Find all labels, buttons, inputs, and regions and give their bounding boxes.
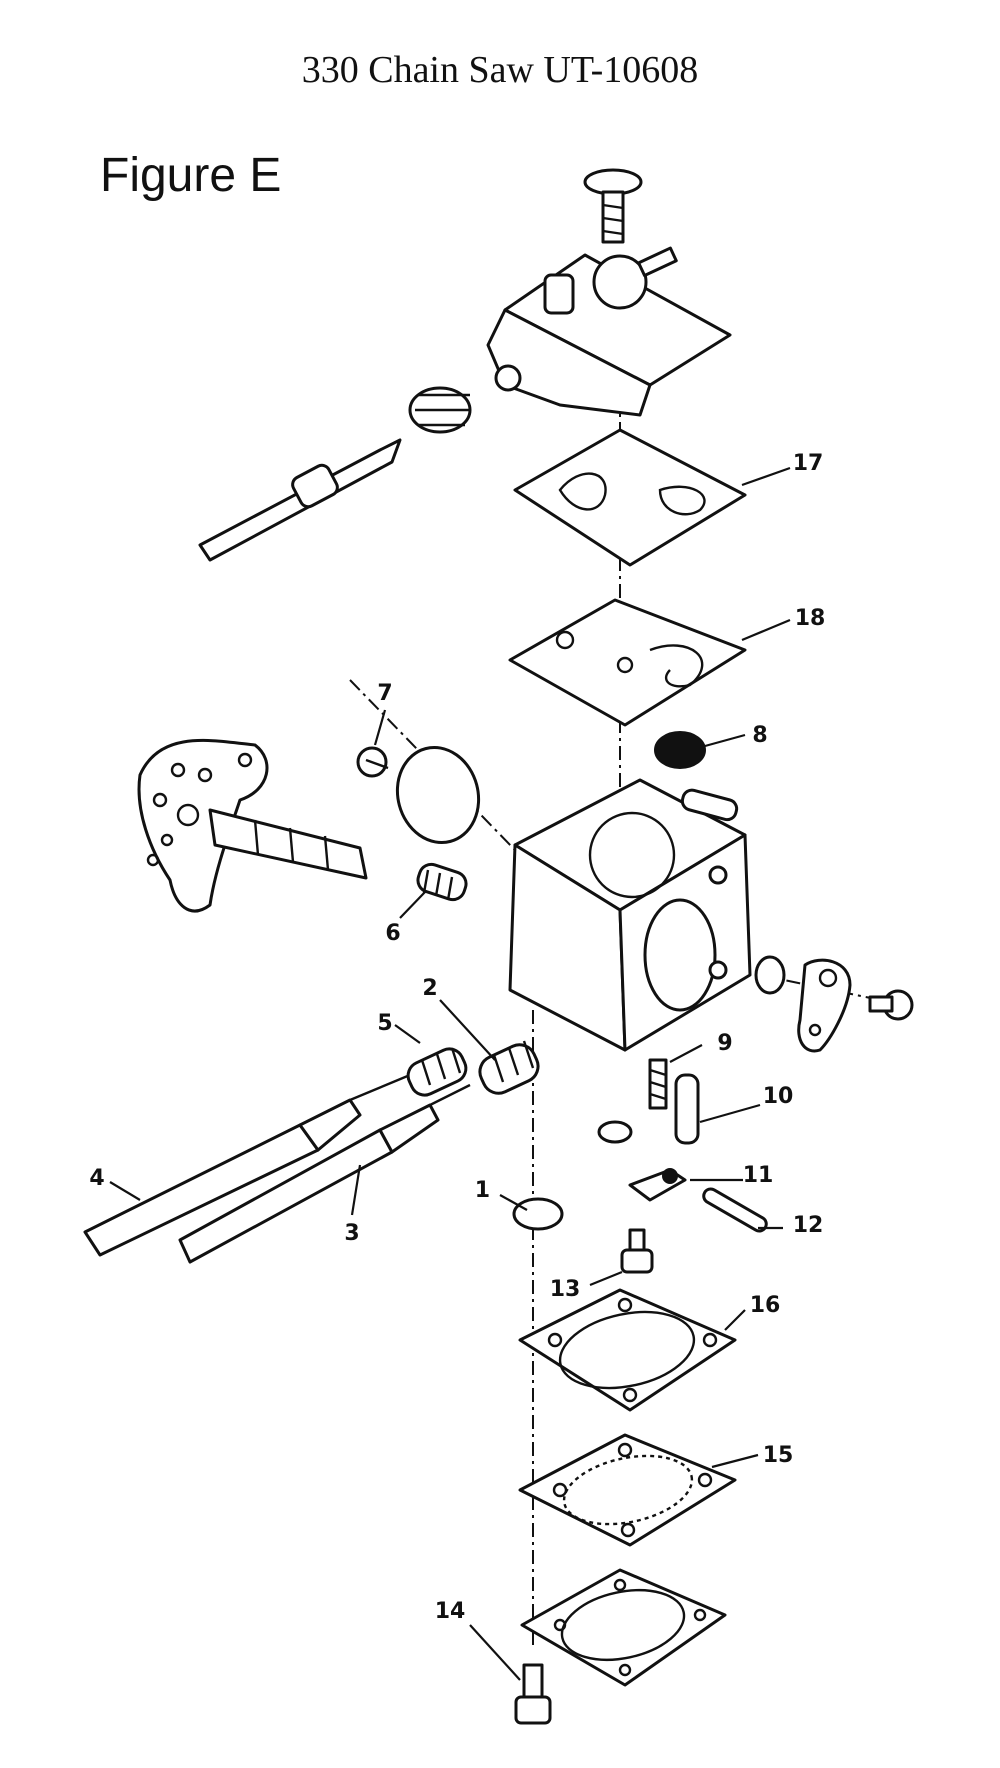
callout-5: 5 <box>377 1011 392 1036</box>
callout-16: 16 <box>750 1293 781 1318</box>
needle-4 <box>83 1073 411 1257</box>
callout-3: 3 <box>344 1221 359 1246</box>
inlet-needle-10 <box>674 1073 700 1145</box>
callout-14: 14 <box>435 1599 466 1624</box>
figure-label: Figure E <box>100 149 282 202</box>
diaphragm-gasket-17 <box>513 428 747 567</box>
spring-5 <box>406 1047 468 1097</box>
gasket-16 <box>518 1288 737 1412</box>
callout-12: 12 <box>793 1213 824 1238</box>
bottom-cover <box>520 1568 727 1687</box>
choke-screw <box>868 989 914 1021</box>
callout-15: 15 <box>763 1443 794 1468</box>
valve-disc-1 <box>512 1197 564 1231</box>
lever-pin-12 <box>702 1187 768 1233</box>
document-title: 330 Chain Saw UT-10608 <box>301 49 699 91</box>
gasket-18 <box>508 598 747 727</box>
filter-screen-8 <box>654 731 706 769</box>
callout-4: 4 <box>89 1166 104 1191</box>
lever-11 <box>628 1168 687 1202</box>
callout-11: 11 <box>743 1163 774 1188</box>
callout-13: 13 <box>550 1277 581 1302</box>
screw-14 <box>514 1663 552 1725</box>
needle-3 <box>178 1083 471 1264</box>
screw-7 <box>356 746 389 778</box>
throttle-shaft <box>208 808 368 880</box>
carburetor-body <box>508 778 752 1052</box>
pump-cover <box>486 246 732 417</box>
callout-17: 17 <box>793 451 824 476</box>
diaphragm-15 <box>518 1433 737 1547</box>
callout-2: 2 <box>422 976 437 1001</box>
callout-10: 10 <box>763 1084 794 1109</box>
choke-washer <box>754 955 786 995</box>
callout-9: 9 <box>717 1031 732 1056</box>
upper-shaft <box>198 438 402 562</box>
leader-lines <box>109 466 791 1681</box>
top-screw <box>583 168 643 244</box>
callout-7: 7 <box>377 681 392 706</box>
throttle-plate <box>395 745 481 845</box>
callout-18: 18 <box>795 606 826 631</box>
choke-lever <box>797 958 852 1053</box>
upper-spring <box>408 386 472 434</box>
callout-8: 8 <box>752 723 767 748</box>
callout-6: 6 <box>385 921 400 946</box>
spring-2 <box>478 1040 540 1095</box>
check-valve-disc <box>597 1120 633 1144</box>
callout-1: 1 <box>475 1178 490 1203</box>
spring-9 <box>648 1058 668 1110</box>
spring-6 <box>416 862 468 902</box>
callout-labels: 1 2 3 4 5 6 7 8 9 10 11 12 13 14 15 16 1… <box>89 451 825 1624</box>
screw-13 <box>620 1228 654 1274</box>
